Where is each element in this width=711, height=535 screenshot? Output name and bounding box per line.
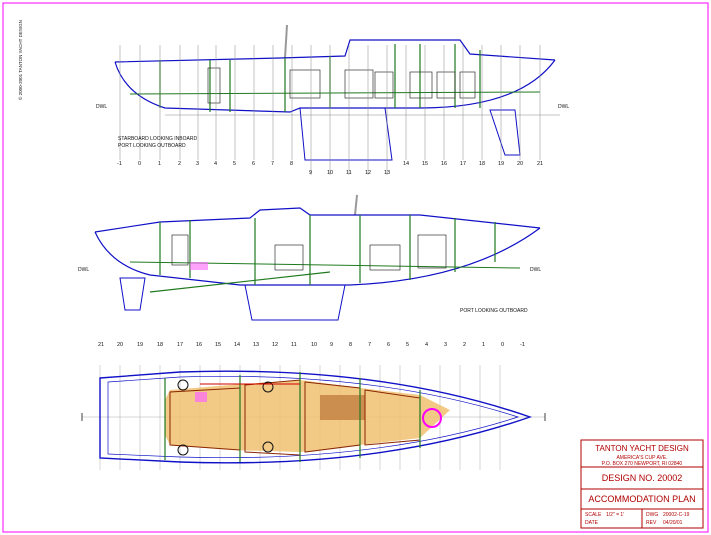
rev-label: REV: [646, 520, 657, 526]
profile-note-line2: PORT LOOKING OUTBOARD: [118, 143, 186, 149]
station-label: 7: [271, 161, 274, 167]
station-numbers-lower: 21 20 19 18 17 16 15 14 13 12 11 10 9 8 …: [98, 342, 525, 348]
station-label: 14: [234, 342, 240, 348]
rev-value: 04/20/01: [663, 520, 683, 526]
inboard-profile-starboard: DWL DWL STARBOARD LOOKING INBOARD PORT L…: [96, 24, 569, 175]
section-note: PORT LOOKING OUTBOARD: [460, 308, 528, 314]
station-label: 11: [291, 342, 297, 348]
station-label: 15: [215, 342, 221, 348]
station-label: 15: [422, 161, 428, 167]
station-label: 3: [444, 342, 447, 348]
station-label: 8: [290, 161, 293, 167]
station-label: 16: [441, 161, 447, 167]
scale-label: SCALE: [585, 512, 602, 518]
scale-value: 1/2" = 1': [606, 512, 624, 518]
station-label: 6: [252, 161, 255, 167]
station-label: 17: [460, 161, 466, 167]
station-label: 0: [501, 342, 504, 348]
dwg-label: DWG: [646, 512, 658, 518]
station-label: 4: [214, 161, 217, 167]
station-label: 7: [368, 342, 371, 348]
firm-name: TANTON YACHT DESIGN: [595, 444, 689, 453]
station-label: 13: [384, 170, 390, 176]
title-block: TANTON YACHT DESIGN AMERICA'S CUP AVE. P…: [580, 439, 704, 529]
station-label: -1: [520, 342, 525, 348]
station-label: 2: [178, 161, 181, 167]
station-label: 20: [117, 342, 123, 348]
dwl-label-upper-right: DWL: [558, 104, 569, 110]
station-label: 1: [482, 342, 485, 348]
station-label: 21: [537, 161, 543, 167]
station-label: 12: [365, 170, 371, 176]
station-label: 6: [387, 342, 390, 348]
design-number: DESIGN NO. 20002: [602, 473, 683, 483]
profile-note-line1: STARBOARD LOOKING INBOARD: [118, 136, 197, 142]
dwl-label-middle-right: DWL: [530, 267, 541, 273]
inboard-profile-port: DWL DWL PORT LOOKING OUTBOARD: [78, 194, 541, 321]
dwl-label-upper-left: DWL: [96, 104, 107, 110]
station-label: 10: [311, 342, 317, 348]
station-label: 3: [196, 161, 199, 167]
station-label: 16: [196, 342, 202, 348]
station-label: 13: [253, 342, 259, 348]
date-label: DATE: [585, 520, 599, 526]
station-label: 9: [309, 170, 312, 176]
station-label: 5: [406, 342, 409, 348]
station-label: 8: [349, 342, 352, 348]
station-label: 20: [517, 161, 523, 167]
station-label: 14: [403, 161, 409, 167]
dwl-label-middle-left: DWL: [78, 267, 89, 273]
station-label: 12: [272, 342, 278, 348]
dwg-value: 20002-C-19: [663, 512, 690, 518]
station-label: 11: [346, 170, 352, 176]
station-label: -1: [117, 161, 122, 167]
station-numbers-upper: -1 0 1 2 3 4 5 6 7 8 9 10 11 12 13 14 15…: [117, 161, 543, 176]
station-label: 1: [158, 161, 161, 167]
station-label: 4: [425, 342, 428, 348]
station-label: 21: [98, 342, 104, 348]
accommodation-plan-view: [81, 365, 546, 470]
firm-address-line2: P.O. BOX 270 NEWPORT, RI 02840: [602, 461, 683, 467]
station-label: 17: [177, 342, 183, 348]
station-label: 18: [479, 161, 485, 167]
station-label: 9: [330, 342, 333, 348]
copyright-text: © 2000-2001 TANTON YACHT DESIGN: [17, 20, 23, 100]
station-label: 19: [137, 342, 143, 348]
drawing-title: ACCOMMODATION PLAN: [588, 494, 695, 504]
station-label: 18: [157, 342, 163, 348]
station-label: 2: [463, 342, 466, 348]
station-label: 5: [233, 161, 236, 167]
station-label: 19: [498, 161, 504, 167]
station-label: 0: [138, 161, 141, 167]
station-label: 10: [327, 170, 333, 176]
firm-address-line1: AMERICA'S CUP AVE.: [616, 455, 667, 461]
